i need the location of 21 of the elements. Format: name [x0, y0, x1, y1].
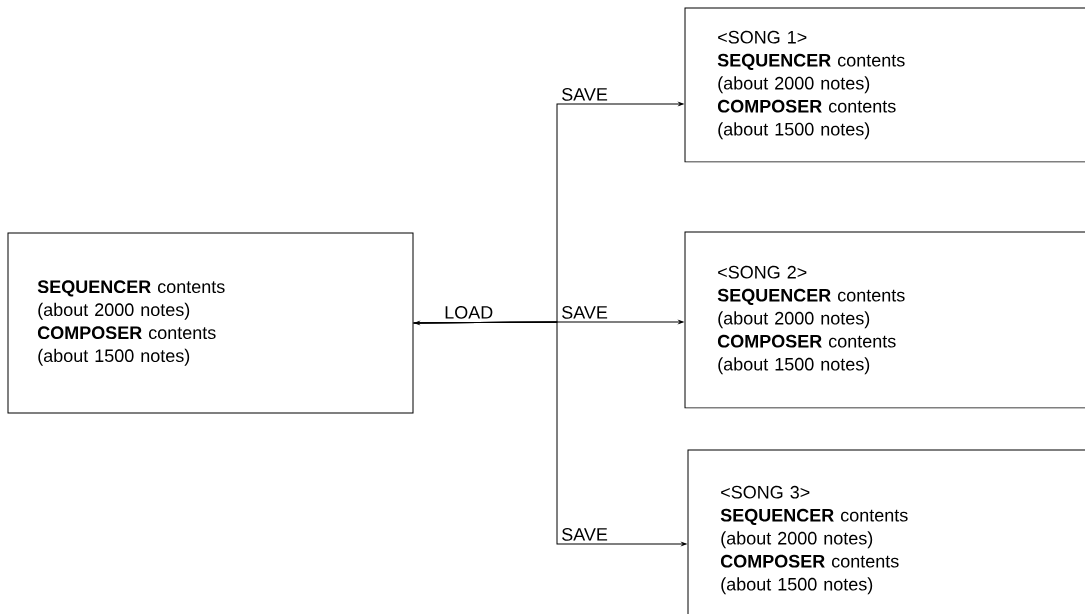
text-box: [687, 449, 1085, 614]
node-label: SEQUENCER contents (about 2000 notes): [37, 280, 225, 320]
node-label: COMPOSER contents (about 1500 notes): [720, 554, 899, 595]
text-box: [684, 7, 1085, 163]
node-label: COMPOSER contents (about 1500 notes): [37, 326, 216, 366]
arrow: [414, 321, 558, 325]
arrow: [413, 321, 687, 546]
edge-label: SAVE: [560, 305, 609, 320]
node-label: SEQUENCER contents (about 2000 notes): [717, 53, 905, 94]
text-box: [7, 232, 414, 414]
node-label: COMPOSER contents (about 1500 notes): [717, 334, 896, 375]
node-label: <SONG 2>: [718, 265, 807, 279]
node-label: COMPOSER contents (about 1500 notes): [717, 99, 896, 140]
edge-label: SAVE: [560, 87, 609, 102]
edge-label: SAVE: [560, 527, 609, 542]
edge-label: LOAD: [443, 305, 495, 320]
node-label: <SONG 1>: [718, 30, 807, 44]
node-label: SEQUENCER contents (about 2000 notes): [720, 508, 908, 549]
node-label: <SONG 3>: [721, 485, 810, 499]
node-label: SEQUENCER contents (about 2000 notes): [717, 288, 905, 329]
text-box: [684, 231, 1085, 409]
